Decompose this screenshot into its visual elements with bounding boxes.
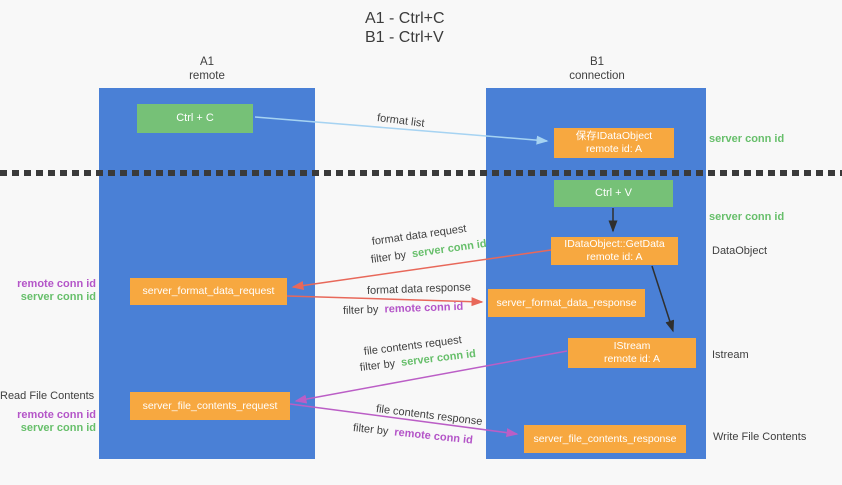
title-line-2: B1 - Ctrl+V (365, 29, 444, 46)
server-conn-id-top-label: server conn id (709, 133, 785, 145)
format-conn-id-labels: remote conn id server conn id (0, 278, 96, 304)
copy-paste-divider-dotted-line (0, 170, 842, 176)
getdata-line1: IDataObject::GetData (564, 238, 665, 250)
ctrl-v-node: Ctrl + V (554, 180, 673, 207)
filter-by-text-4: filter by (352, 422, 389, 438)
left-column-header: A1 remote (147, 55, 267, 83)
ctrl-c-node: Ctrl + C (137, 104, 253, 133)
filter-by-remote-conn-id-label-1: filter by remote conn id (343, 301, 464, 318)
format-list-label: format list (376, 112, 426, 130)
server-format-data-response-label: server_format_data_response (496, 296, 637, 309)
save-idataobject-line2: remote id: A (585, 143, 643, 155)
title-line-1: A1 - Ctrl+C (365, 10, 445, 27)
remote-conn-id-file-label: remote conn id (17, 409, 96, 421)
remote-conn-id-text-2: remote conn id (393, 426, 474, 447)
right-column-header: B1 connection (537, 55, 657, 83)
istream-line2: remote id: A (603, 353, 661, 365)
write-file-contents-label: Write File Contents (713, 431, 807, 443)
right-column-name: B1 (589, 56, 605, 68)
server-format-data-response-node: server_format_data_response (488, 289, 645, 317)
save-idataobject-line1: 保存IDataObject (575, 130, 653, 142)
server-format-data-request-label: server_format_data_request (142, 285, 275, 297)
server-conn-id-file-label: server conn id (20, 422, 96, 434)
ctrl-c-label: Ctrl + C (176, 112, 214, 124)
format-data-response-label: format data response (366, 281, 472, 297)
dataobject-label: DataObject (712, 245, 768, 257)
server-file-contents-request-label: server_file_contents_request (142, 399, 278, 412)
istream-side-label: Istream (712, 349, 749, 361)
remote-conn-id-text-1: remote conn id (384, 300, 464, 316)
left-column-name: A1 (199, 56, 215, 68)
ctrl-v-label: Ctrl + V (595, 187, 632, 199)
istream-node: IStream remote id: A (568, 338, 696, 368)
server-file-contents-request-node: server_file_contents_request (130, 392, 290, 420)
diagram-title: A1 - Ctrl+C B1 - Ctrl+V (365, 9, 445, 47)
istream-line1: IStream (613, 340, 651, 352)
filter-by-text-2: filter by (342, 303, 379, 317)
getdata-line2: remote id: A (586, 251, 643, 263)
right-column-role: connection (569, 70, 625, 82)
file-conn-id-labels: remote conn id server conn id (0, 409, 96, 435)
read-file-contents-label: Read File Contents (0, 390, 95, 402)
remote-conn-id-format-label: remote conn id (17, 278, 96, 290)
server-conn-id-format-label: server conn id (20, 291, 96, 303)
save-idataobject-node: 保存IDataObject remote id: A (554, 128, 674, 158)
left-column-role: remote (189, 70, 225, 82)
server-conn-id-mid-label: server conn id (709, 211, 785, 223)
filter-by-text-3: filter by (359, 357, 396, 374)
idataobject-getdata-node: IDataObject::GetData remote id: A (551, 237, 678, 265)
server-format-data-request-node: server_format_data_request (130, 278, 287, 305)
server-file-contents-response-node: server_file_contents_response (524, 425, 686, 453)
filter-by-text-1: filter by (370, 249, 407, 266)
server-file-contents-response-label: server_file_contents_response (533, 432, 677, 445)
